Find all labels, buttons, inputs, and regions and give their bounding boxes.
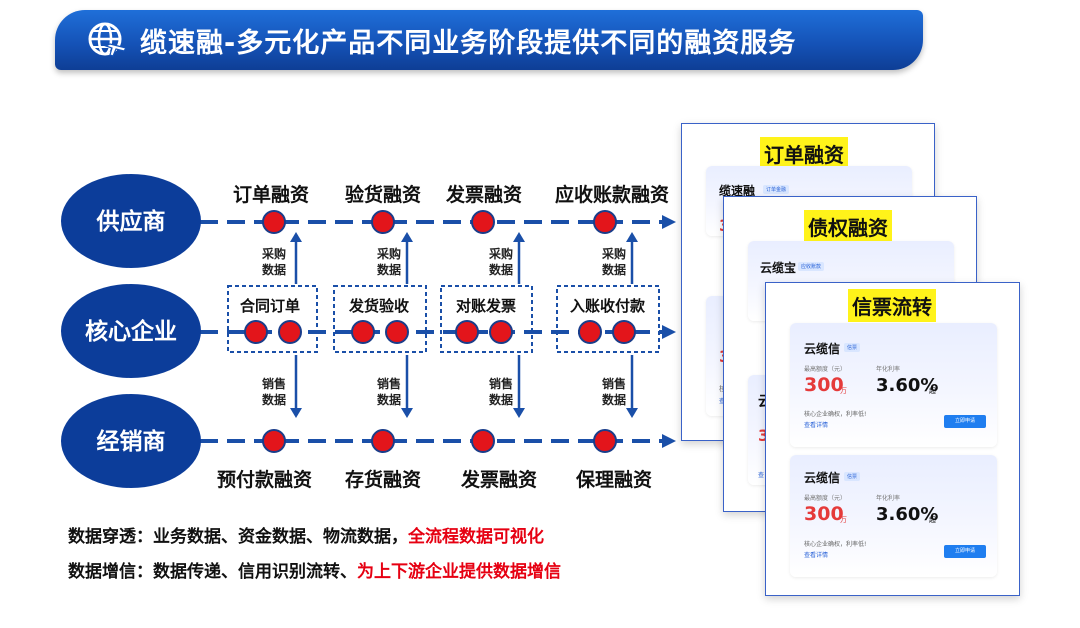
sales-data-label: 销售数据	[262, 377, 287, 407]
limit-label: 最高额度（元）	[804, 366, 847, 373]
sales-data-label: 销售数据	[377, 377, 402, 407]
product-tag: 信票	[844, 343, 861, 352]
distributor-flow-arrow	[662, 434, 676, 448]
purchase-data-label: 采购数据	[489, 247, 514, 277]
limit-value-peek: 3	[758, 426, 770, 445]
purchase-arrows	[290, 232, 638, 284]
core-box-payment-label: 入账收付款	[570, 297, 646, 315]
card-debt-financing-title: 债权融资	[804, 210, 892, 243]
note-data-credit: 数据增信：数据传递、信用识别流转、为上下游企业提供数据增信	[68, 562, 561, 582]
core-box-reconcile-label: 对账发票	[456, 297, 517, 315]
actor-supplier: 供应商	[96, 208, 166, 235]
bill-product-card[interactable]: 云缆信 信票 最高额度（元） 年化利率 300 万 3.60% 起 核心企业确权…	[790, 323, 997, 447]
desc-peek: 核	[719, 384, 726, 394]
detail-link[interactable]: 查看详情	[804, 422, 829, 429]
core-box-delivery	[333, 285, 427, 353]
apply-button[interactable]: 立即申请	[944, 415, 986, 428]
page-title: 缆速融-多元化产品不同业务阶段提供不同的融资服务	[140, 28, 797, 59]
card-bill-circulation[interactable]: 信票流转 云缆信 信票 最高额度（元） 年化利率 300 万 3.60% 起 核…	[765, 282, 1020, 596]
detail-link-peek[interactable]: 查	[758, 472, 765, 479]
purchase-data-label: 采购数据	[602, 247, 627, 277]
rate-unit: 起	[929, 516, 936, 524]
rate-label: 年化利率	[876, 495, 901, 502]
product-name: 云缆信	[804, 471, 841, 485]
limit-label: 最高额度（元）	[804, 495, 847, 502]
sales-arrows	[290, 355, 638, 418]
limit-value: 300	[804, 374, 844, 396]
apply-button[interactable]: 立即申请	[944, 545, 986, 558]
purchase-data-label: 采购数据	[377, 247, 402, 277]
rate-label: 年化利率	[876, 366, 901, 373]
product-name: 缆速融	[719, 184, 756, 198]
stage-invoice-financing-bottom: 发票融资	[461, 469, 538, 491]
rate-value: 3.60%	[876, 375, 939, 396]
product-name: 云缆信	[804, 342, 841, 356]
stage-inspection-financing: 验货融资	[345, 184, 422, 206]
rate-unit: 起	[929, 387, 936, 395]
purchase-data-label: 采购数据	[262, 247, 287, 277]
core-box-payment	[556, 285, 660, 353]
globe-plane-icon	[88, 22, 127, 57]
rate-value: 3.60%	[876, 504, 939, 525]
actor-supplier-shape	[61, 174, 201, 268]
core-box-contract	[227, 285, 318, 353]
actor-distributor-shape	[61, 394, 201, 488]
bill-product-card[interactable]: 云缆信 信票 最高额度（元） 年化利率 300 万 3.60% 起 核心企业确权…	[790, 455, 997, 577]
product-desc: 核心企业确权，利率低!	[804, 541, 867, 548]
product-tag: 订单金融	[763, 185, 790, 194]
detail-link-peek[interactable]: 查	[719, 398, 726, 405]
limit-value: 300	[804, 503, 844, 525]
product-tag: 信票	[844, 472, 861, 481]
stage-factoring-financing: 保理融资	[576, 469, 653, 491]
stage-invoice-financing-top: 发票融资	[446, 184, 523, 206]
stage-order-financing: 订单融资	[233, 184, 310, 206]
actor-core: 核心企业	[85, 318, 177, 345]
supplier-flow-arrow	[662, 215, 676, 229]
stage-prepayment-financing: 预付款融资	[217, 469, 313, 491]
sales-data-label: 销售数据	[602, 377, 627, 407]
header-banner	[55, 10, 923, 70]
actor-distributor: 经销商	[97, 428, 166, 455]
core-nodes	[244, 320, 636, 344]
supplier-nodes	[262, 210, 617, 234]
note-data-penetration: 数据穿透：业务数据、资金数据、物流数据，全流程数据可视化	[68, 527, 544, 547]
core-flow-arrow	[662, 325, 676, 339]
limit-unit: 万	[840, 387, 847, 395]
sales-data-label: 销售数据	[489, 377, 514, 407]
core-box-contract-label: 合同订单	[240, 297, 301, 315]
stage-receivable-financing: 应收账款融资	[555, 184, 670, 206]
card-order-financing-title: 订单融资	[760, 137, 848, 170]
product-tag: 应收账款	[798, 262, 825, 271]
product-name: 云缆宝	[760, 261, 797, 275]
detail-link[interactable]: 查看详情	[804, 552, 829, 559]
core-box-reconcile	[440, 285, 533, 353]
limit-unit: 万	[840, 516, 847, 524]
product-desc: 核心企业确权，利率低!	[804, 411, 867, 418]
card-bill-circulation-title: 信票流转	[848, 289, 936, 322]
core-box-delivery-label: 发货验收	[349, 297, 410, 315]
actor-core-shape	[61, 284, 201, 378]
stage-inventory-financing: 存货融资	[345, 469, 422, 491]
distributor-nodes	[262, 429, 617, 453]
